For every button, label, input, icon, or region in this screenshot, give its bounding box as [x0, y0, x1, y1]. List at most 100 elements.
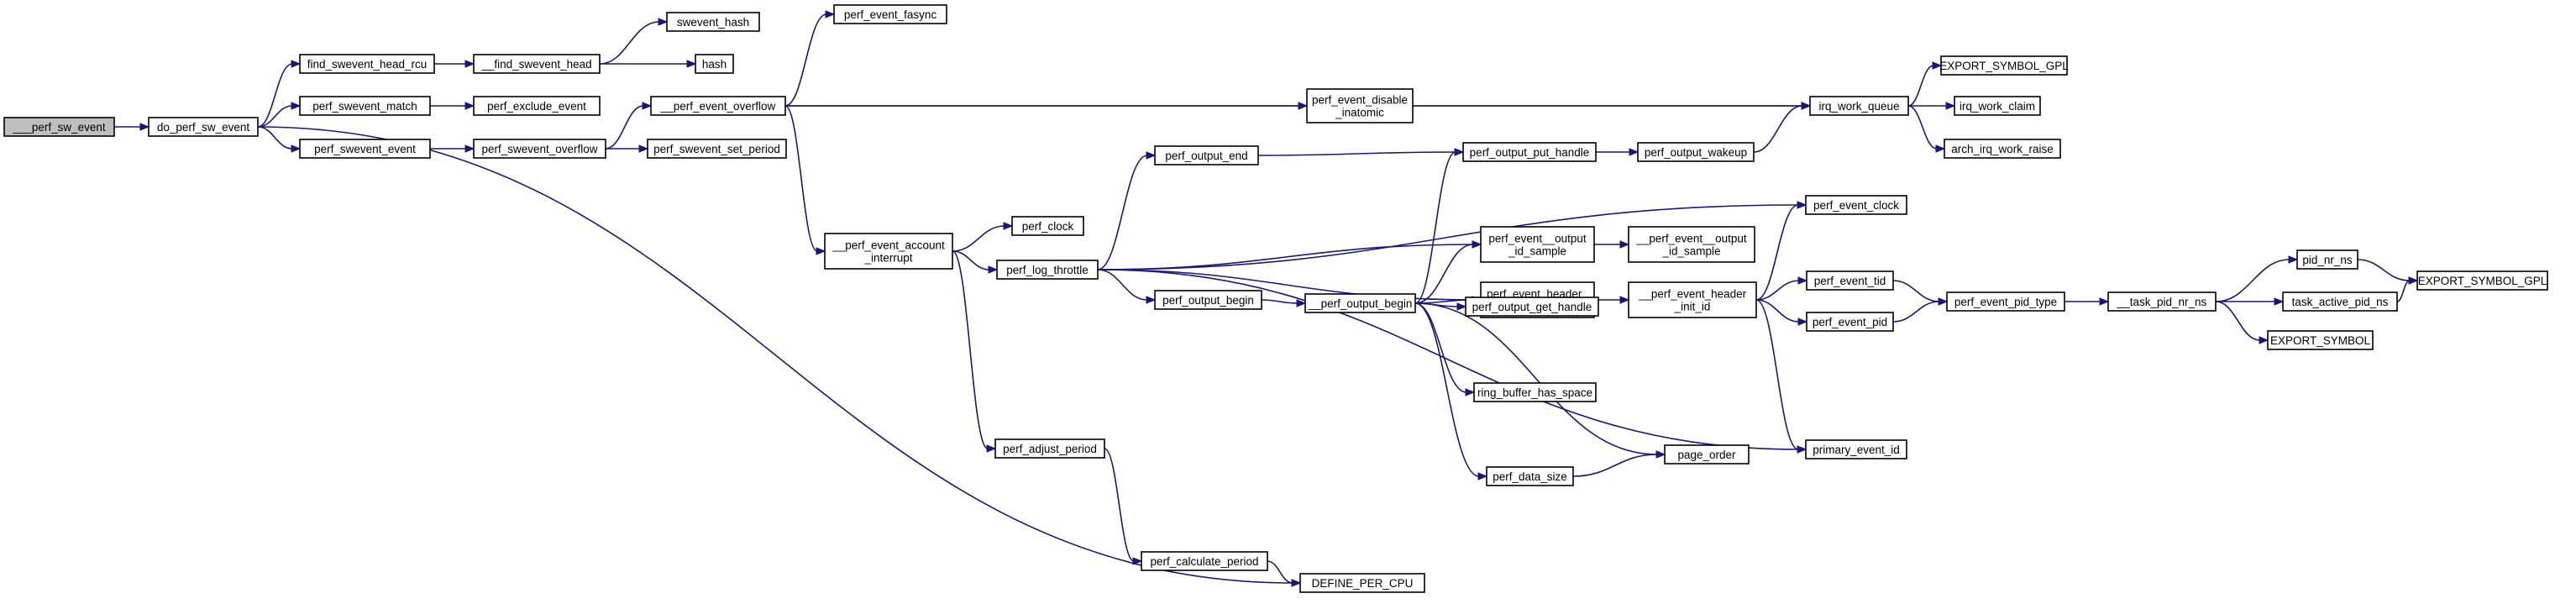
node-perf-event-fasync[interactable]: perf_event_fasync: [833, 4, 947, 24]
node-perf-swevent-match[interactable]: perf_swevent_match: [299, 96, 431, 116]
node-perf-exclude-event[interactable]: perf_exclude_event: [473, 96, 601, 116]
edge-arrowhead: [464, 102, 475, 110]
edge-perf_event_pid-to-perf_event_pid_type: [1892, 297, 1949, 323]
node-label: perf_log_throttle: [1006, 264, 1089, 276]
node-ring-buffer-has-space[interactable]: ring_buffer_has_space: [1473, 382, 1597, 402]
node-perf-output-end[interactable]: perf_output_end: [1154, 145, 1259, 165]
edge-line: [257, 126, 293, 150]
edge-perf_swevent_overflow-to-perf_event_overflow: [605, 102, 653, 150]
node-EXPORT-SYMBOL-GPL-b[interactable]: EXPORT_SYMBOL_GPL: [2416, 270, 2548, 291]
node-box: [1664, 444, 1750, 465]
node-perf-event-pid-type[interactable]: perf_event_pid_type: [1946, 291, 2065, 312]
node-task-active-pid-ns[interactable]: task_active_pid_ns: [2282, 291, 2398, 312]
node-label: perf_output_begin: [1162, 294, 1254, 307]
edge-line: [1892, 280, 1940, 302]
node-page-order[interactable]: page_order: [1664, 444, 1750, 465]
node-perf-clock[interactable]: perf_clock: [1011, 216, 1084, 236]
node-box: [473, 54, 601, 74]
node-label: perf_calculate_period: [1150, 555, 1258, 568]
node-arch-irq-work-raise[interactable]: arch_irq_work_raise: [1944, 139, 2061, 159]
node-find-swevent-head[interactable]: __find_swevent_head: [473, 54, 601, 74]
node-box: [2267, 330, 2374, 350]
node-label: __task_pid_nr_ns: [2117, 296, 2207, 308]
node-perf-event-overflow[interactable]: __perf_event_overflow: [650, 96, 786, 116]
node-perf-event-clock[interactable]: perf_event_clock: [1805, 195, 1907, 215]
node-do-perf-sw-event[interactable]: do_perf_sw_event: [148, 117, 259, 137]
node-irq-work-claim[interactable]: irq_work_claim: [1954, 96, 2041, 116]
edge-perf_swevent_overflow-to-perf_swevent_set_period: [605, 144, 649, 153]
node-pid-nr-ns[interactable]: pid_nr_ns: [2296, 249, 2358, 270]
node-perf-log-throttle[interactable]: perf_log_throttle: [996, 260, 1099, 280]
node-label: primary_event_id: [1813, 444, 1900, 456]
edge-arrowhead: [464, 60, 475, 68]
node-box: [1011, 216, 1084, 236]
node-label: perf_event__output: [1488, 233, 1587, 245]
node-box: [1637, 142, 1755, 162]
node-perf-swevent-set-period[interactable]: perf_swevent_set_period: [647, 139, 787, 159]
edge-arrowhead: [1935, 144, 1946, 153]
node-perf-calculate-period[interactable]: perf_calculate_period: [1141, 551, 1268, 571]
node-perf-swevent-overflow[interactable]: perf_swevent_overflow: [473, 139, 606, 159]
edge-do_perf_sw_event-to-find_swevent_head_rcu: [257, 60, 302, 128]
node-perf-output-put-handle[interactable]: perf_output_put_handle: [1462, 142, 1597, 162]
edge-perf_log_throttle-to-perf_output_begin: [1097, 269, 1157, 304]
edge-line: [605, 105, 644, 150]
edge-line: [1414, 302, 1658, 455]
edge-line: [1755, 204, 1799, 301]
node-box: [3, 117, 115, 137]
node-perf-event-account-interrupt[interactable]: __perf_event_account_interrupt: [824, 233, 953, 270]
edges-layer: [114, 10, 2419, 587]
node-perf-event-tid[interactable]: perf_event_tid: [1806, 270, 1894, 291]
node-swevent-hash[interactable]: swevent_hash: [666, 12, 760, 32]
node-EXPORT-SYMBOL-GPL-a[interactable]: EXPORT_SYMBOL_GPL: [1939, 55, 2069, 76]
node-hash[interactable]: hash: [695, 54, 734, 74]
edge-irq_work_queue-to-arch_irq_work_raise: [1907, 105, 1946, 153]
node-perf-output-get-handle[interactable]: perf_output_get_handle: [1465, 297, 1599, 317]
node-find-swevent-head-rcu[interactable]: find_swevent_head_rcu: [299, 54, 435, 74]
node-DEFINE-PER-CPU[interactable]: DEFINE_PER_CPU: [1299, 573, 1425, 593]
edge-line: [2357, 259, 2411, 281]
edge-line: [1755, 299, 1800, 323]
node-perf-swevent-event[interactable]: perf_swevent_event: [299, 139, 431, 159]
node-perf-event-output-id-sample[interactable]: perf_event__output_id_sample: [1480, 226, 1595, 263]
edge-task_pid_nr_ns-to-task_active_pid_ns: [2216, 297, 2285, 306]
edge-arrowhead: [642, 102, 653, 110]
edge-line: [2396, 280, 2411, 302]
edge-line: [1257, 151, 1456, 156]
node-EXPORT-SYMBOL[interactable]: EXPORT_SYMBOL: [2267, 330, 2374, 350]
edge-line: [257, 126, 1293, 584]
node-box: [1628, 281, 1757, 318]
node-perf-event-header-init-id2[interactable]: __perf_event_header_init_id: [1628, 281, 1757, 318]
edge-perf_event_overflow-to-perf_event_disable_inatomic: [785, 102, 1309, 110]
edge-line: [1414, 151, 1456, 304]
node-perf-event-output-id-sample2[interactable]: __perf_event__output_id_sample: [1628, 226, 1755, 263]
node-perf-data-size[interactable]: perf_data_size: [1486, 466, 1574, 486]
node-perf-adjust-period[interactable]: perf_adjust_period: [994, 438, 1105, 459]
edge-arrowhead: [1146, 151, 1157, 160]
node-perf-output-begin[interactable]: perf_output_begin: [1154, 290, 1262, 310]
node-label: perf_adjust_period: [1003, 443, 1097, 455]
edge-perf_data_size-to-page_order: [1572, 450, 1666, 477]
node-label: perf_clock: [1022, 220, 1074, 233]
node-box: [1940, 55, 2068, 76]
node-perf-event-pid[interactable]: perf_event_pid: [1806, 312, 1894, 332]
node-box: [1486, 466, 1574, 486]
edge-arrowhead: [1472, 240, 1482, 249]
node-perf-output-begin2[interactable]: __perf_output_begin: [1304, 293, 1416, 313]
node-primary-event-id[interactable]: primary_event_id: [1805, 439, 1907, 459]
edge-line: [599, 21, 660, 65]
edge-arrowhead: [464, 144, 475, 153]
edge-perf_event_overflow-to-perf_event_fasync: [784, 10, 836, 107]
node-perf-event-disable-inatomic[interactable]: perf_event_disable_inatomic: [1306, 88, 1414, 123]
node-perf-output-wakeup[interactable]: perf_output_wakeup: [1637, 142, 1755, 162]
node-task-pid-nr-ns[interactable]: __task_pid_nr_ns: [2107, 291, 2217, 312]
node-box: [1299, 573, 1425, 593]
edge-line: [1097, 269, 1148, 301]
edge-line: [1755, 280, 1800, 301]
node-label: _id_sample: [1661, 245, 1720, 258]
node-irq-work-queue[interactable]: irq_work_queue: [1809, 96, 1909, 116]
edge-line: [1097, 204, 1799, 270]
node-box: [1944, 139, 2061, 159]
node-label: _inatomic: [1335, 107, 1384, 119]
